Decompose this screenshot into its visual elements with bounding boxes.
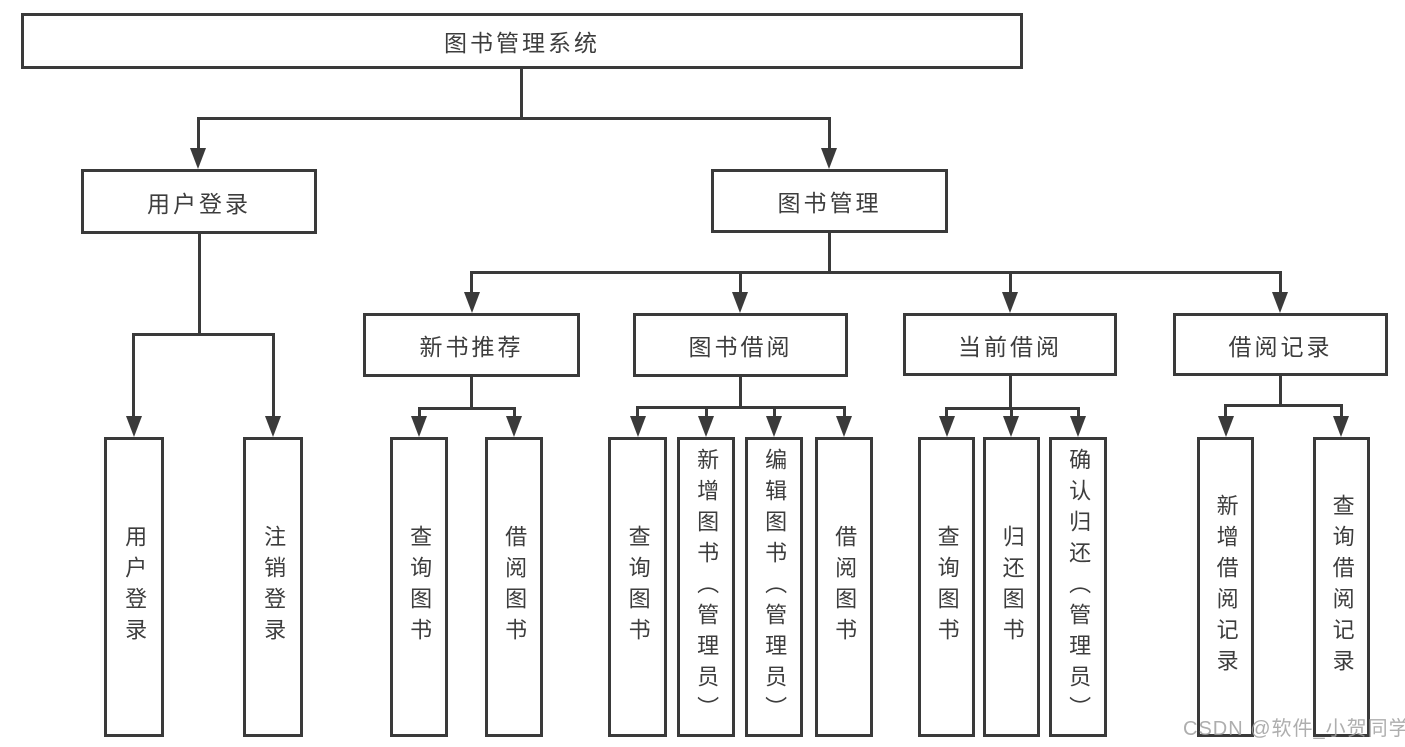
connector-drop-recommend-query xyxy=(418,407,421,417)
connector-book-management-stem xyxy=(828,233,831,274)
connector-drop-current-borrow xyxy=(1009,271,1012,295)
connector-record-rail xyxy=(1224,404,1342,407)
node-new-book-recommend-label: 新书推荐 xyxy=(419,334,524,360)
connector-borrow-stem xyxy=(739,377,742,408)
node-book-borrow-label: 图书借阅 xyxy=(688,334,793,360)
leaf-return-book: 归还图书 xyxy=(983,437,1040,737)
connector-recommend-rail xyxy=(418,407,516,410)
connector-user-login-stem xyxy=(198,234,201,335)
arrow-down-add-record xyxy=(1218,416,1234,437)
arrow-down-borrow-record xyxy=(1272,292,1288,313)
connector-borrow-rail xyxy=(636,406,846,409)
leaf-user-login-label: 用户登录 xyxy=(122,525,148,649)
connector-drop-leaf-logout xyxy=(272,333,275,417)
leaf-query-borrow-record: 查询借阅记录 xyxy=(1313,437,1370,737)
leaf-confirm-return-admin-label: 确认归还（管理员） xyxy=(1066,447,1092,727)
leaf-borrow-query-book-label: 查询图书 xyxy=(625,525,651,649)
node-book-management: 图书管理 xyxy=(711,169,948,233)
node-root: 图书管理系统 xyxy=(21,13,1023,69)
node-current-borrow: 当前借阅 xyxy=(903,313,1117,376)
leaf-query-borrow-record-label: 查询借阅记录 xyxy=(1329,494,1355,680)
leaf-current-query-book: 查询图书 xyxy=(918,437,975,737)
connector-drop-leaf-user-login xyxy=(132,333,135,417)
leaf-borrow-book-label: 借阅图书 xyxy=(832,525,858,649)
connector-drop-borrow-query xyxy=(636,406,639,417)
node-borrow-record: 借阅记录 xyxy=(1173,313,1388,376)
leaf-borrow-book: 借阅图书 xyxy=(815,437,873,737)
arrow-down-book-management xyxy=(821,148,837,169)
connector-drop-new-book-recommend xyxy=(470,271,473,295)
leaf-recommend-borrow-book-label: 借阅图书 xyxy=(502,525,528,649)
arrow-down-query-record xyxy=(1333,416,1349,437)
node-book-management-label: 图书管理 xyxy=(777,190,882,216)
arrow-down-edit-book xyxy=(766,416,782,437)
arrow-down-confirm-return xyxy=(1070,416,1086,437)
connector-drop-edit-book xyxy=(773,406,776,417)
connector-drop-confirm-return xyxy=(1077,407,1080,417)
connector-drop-user-login xyxy=(197,117,200,150)
node-user-login-label: 用户登录 xyxy=(147,190,251,217)
node-book-borrow: 图书借阅 xyxy=(633,313,848,377)
arrow-down-recommend-query xyxy=(411,416,427,437)
connector-current-stem xyxy=(1009,376,1012,409)
connector-drop-query-record xyxy=(1340,404,1343,417)
leaf-add-borrow-record-label: 新增借阅记录 xyxy=(1213,494,1239,680)
node-user-login: 用户登录 xyxy=(81,169,317,234)
connector-user-login-rail xyxy=(132,333,275,336)
connector-root-stem xyxy=(520,69,523,119)
node-root-label: 图书管理系统 xyxy=(444,30,600,56)
leaf-current-query-book-label: 查询图书 xyxy=(934,525,960,649)
arrow-down-add-book xyxy=(698,416,714,437)
node-borrow-record-label: 借阅记录 xyxy=(1228,333,1333,360)
watermark: CSDN @软件_小贺同学 xyxy=(1183,718,1405,740)
connector-drop-recommend-borrow xyxy=(513,407,516,417)
arrow-down-leaf-user-login xyxy=(126,416,142,437)
leaf-add-borrow-record: 新增借阅记录 xyxy=(1197,437,1254,737)
arrow-down-borrow-query xyxy=(630,416,646,437)
leaf-logout: 注销登录 xyxy=(243,437,303,737)
connector-drop-borrow-record xyxy=(1279,271,1282,295)
connector-drop-add-book xyxy=(705,406,708,417)
arrow-down-leaf-logout xyxy=(265,416,281,437)
connector-drop-borrow-book xyxy=(843,406,846,417)
leaf-recommend-query-book-label: 查询图书 xyxy=(407,525,433,649)
arrow-down-book-borrow xyxy=(732,292,748,313)
connector-book-management-rail xyxy=(470,271,1281,274)
arrow-down-current-query xyxy=(939,416,955,437)
leaf-logout-label: 注销登录 xyxy=(261,525,287,649)
connector-root-rail xyxy=(197,117,831,120)
leaf-add-book-admin-label: 新增图书（管理员） xyxy=(694,447,720,727)
leaf-edit-book-admin: 编辑图书（管理员） xyxy=(745,437,803,737)
leaf-recommend-query-book: 查询图书 xyxy=(390,437,448,737)
leaf-confirm-return-admin: 确认归还（管理员） xyxy=(1049,437,1107,737)
connector-drop-book-borrow xyxy=(739,271,742,295)
connector-record-stem xyxy=(1279,376,1282,406)
leaf-add-book-admin: 新增图书（管理员） xyxy=(677,437,735,737)
connector-drop-return-book xyxy=(1010,407,1013,417)
leaf-user-login: 用户登录 xyxy=(104,437,164,737)
arrow-down-recommend-borrow xyxy=(506,416,522,437)
arrow-down-return-book xyxy=(1003,416,1019,437)
leaf-borrow-query-book: 查询图书 xyxy=(608,437,667,737)
leaf-return-book-label: 归还图书 xyxy=(999,525,1025,649)
leaf-edit-book-admin-label: 编辑图书（管理员） xyxy=(762,447,788,727)
connector-drop-book-management xyxy=(828,117,831,150)
connector-drop-current-query xyxy=(945,407,948,417)
node-new-book-recommend: 新书推荐 xyxy=(363,313,580,377)
connector-drop-add-record xyxy=(1224,404,1227,417)
connector-recommend-stem xyxy=(470,377,473,409)
arrow-down-current-borrow xyxy=(1002,292,1018,313)
leaf-recommend-borrow-book: 借阅图书 xyxy=(485,437,543,737)
arrow-down-user-login xyxy=(190,148,206,169)
arrow-down-borrow-book xyxy=(836,416,852,437)
node-current-borrow-label: 当前借阅 xyxy=(958,333,1062,360)
arrow-down-new-book-recommend xyxy=(464,292,480,313)
